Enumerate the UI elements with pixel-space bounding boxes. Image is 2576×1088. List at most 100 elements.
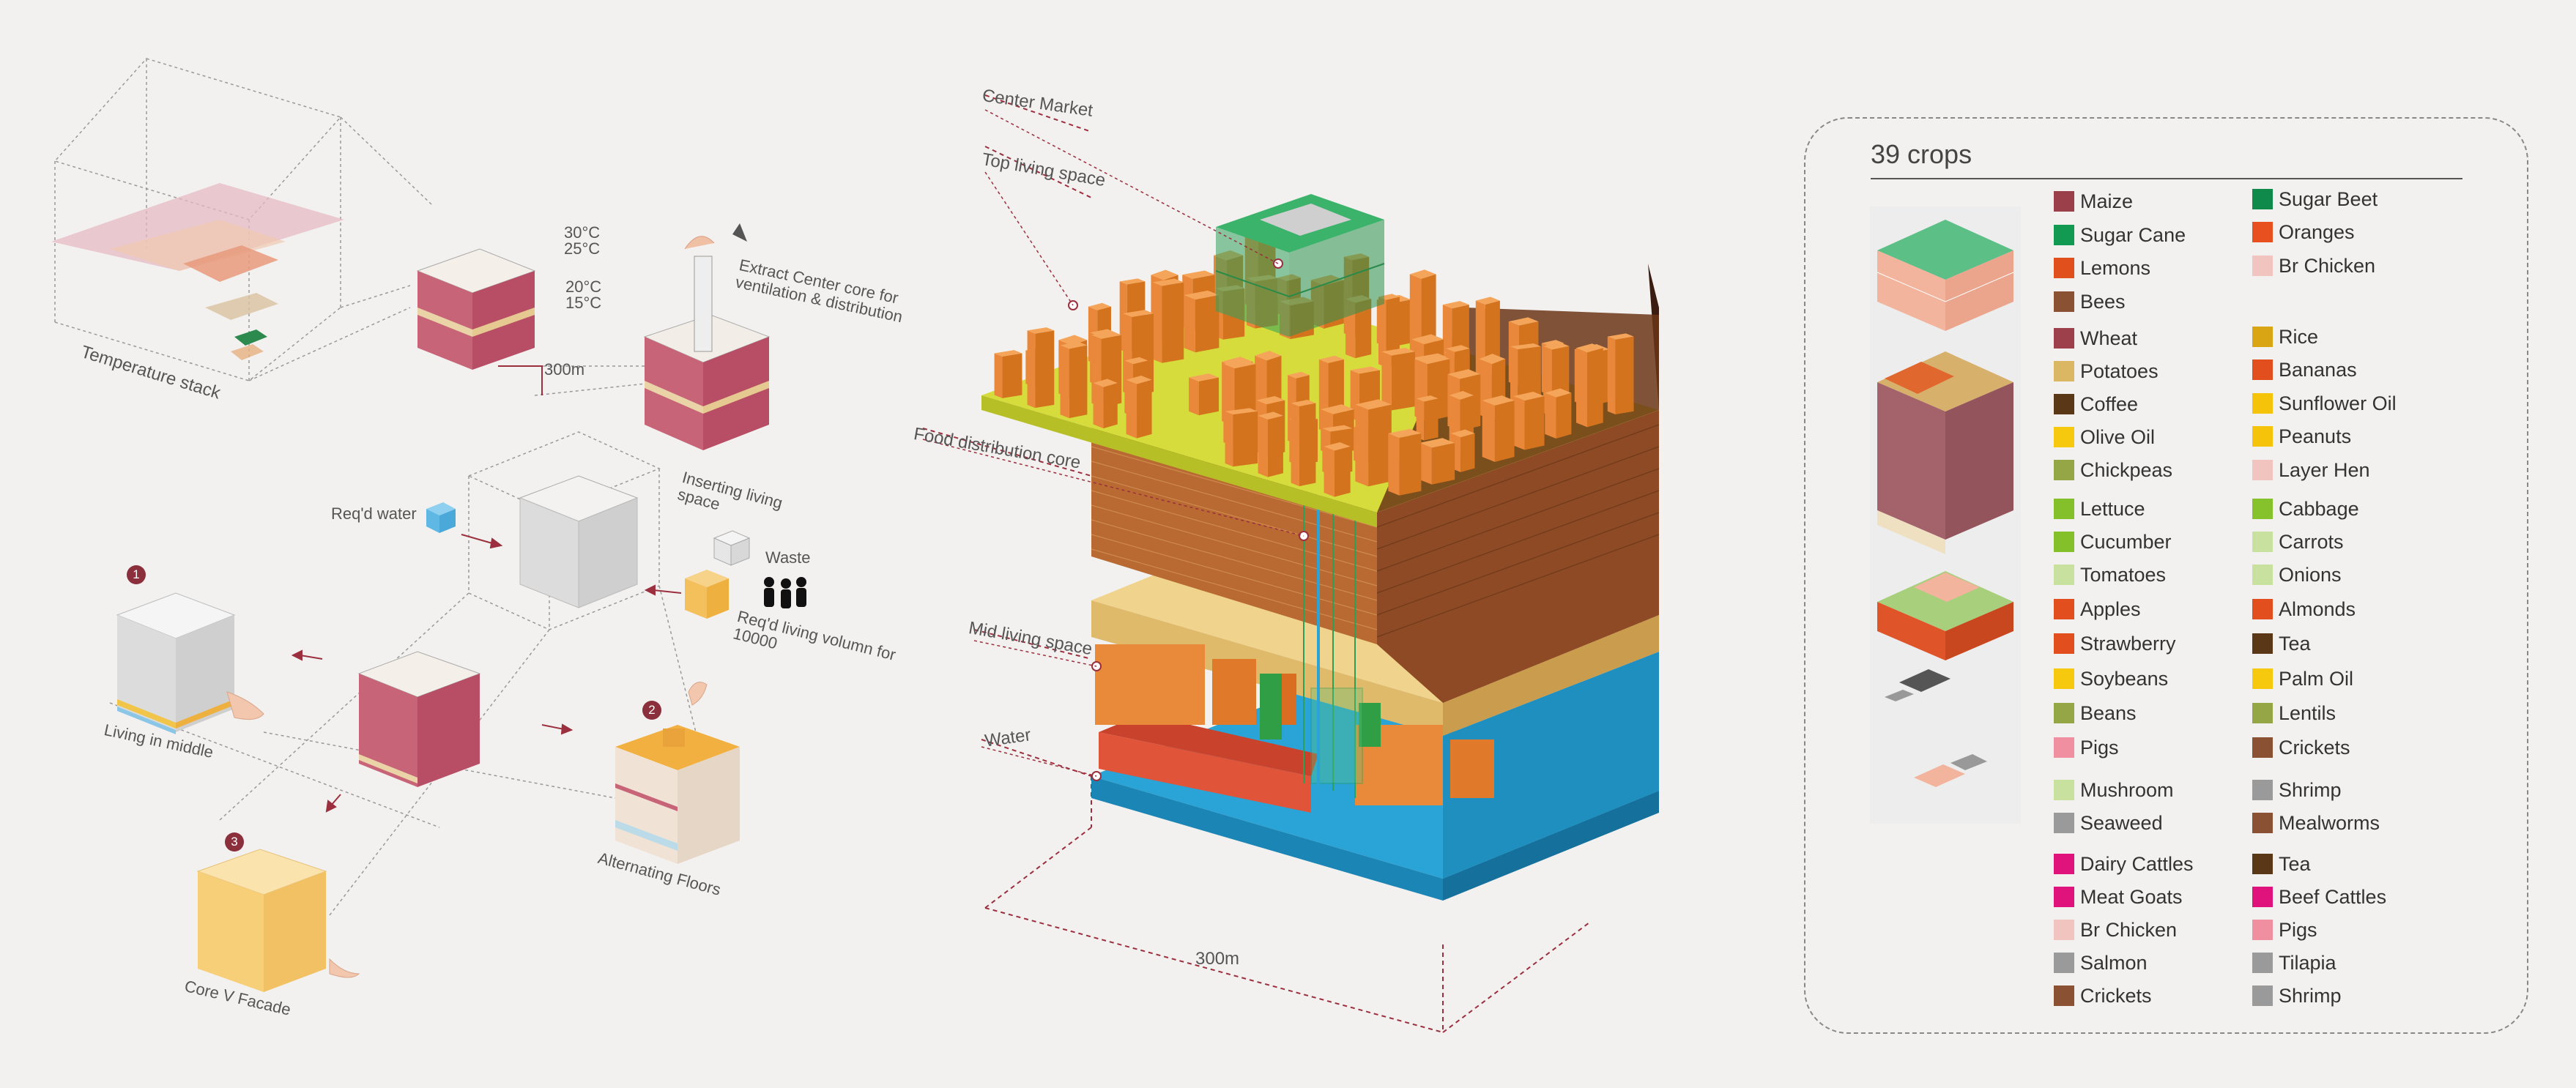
- legend-swatch: [2252, 779, 2273, 800]
- input-arrows: [461, 534, 682, 596]
- top-slab-front: [981, 395, 1377, 527]
- center-market: [1215, 194, 1385, 337]
- insert-living-cube: [467, 431, 661, 630]
- badge-option-3: 3: [225, 832, 244, 852]
- legend-label: Lentils: [2279, 701, 2336, 724]
- legend-label: Rice: [2279, 325, 2319, 348]
- legend-swatch: [2054, 498, 2074, 519]
- legend-swatch: [2252, 459, 2273, 480]
- legend-label: Shrimp: [2279, 778, 2342, 801]
- legend-item: Almonds: [2252, 597, 2356, 620]
- legend-item: Tilapia: [2252, 950, 2336, 974]
- legend-label: Bananas: [2279, 358, 2357, 381]
- legend-swatch: [2054, 393, 2074, 414]
- legend-item: Potatoes: [2054, 359, 2159, 382]
- legend-label: Pigs: [2080, 736, 2119, 759]
- water-base-front: [1091, 776, 1443, 901]
- legend-swatch: [2054, 919, 2074, 940]
- legend-swatch: [2054, 291, 2074, 312]
- legend-label: Tilapia: [2279, 951, 2336, 974]
- legend-item: Onions: [2252, 562, 2342, 586]
- legend-swatch: [2054, 257, 2074, 278]
- legend-item: Cabbage: [2252, 496, 2359, 520]
- legend-label: Crickets: [2279, 736, 2350, 759]
- legend-label: Beans: [2080, 701, 2137, 724]
- legend-item: Oranges: [2252, 220, 2355, 243]
- legend-swatch: [2054, 598, 2074, 619]
- label-reqd-water: Req'd water: [331, 504, 417, 523]
- people-icon: [764, 577, 806, 608]
- legend-swatch: [2252, 952, 2273, 973]
- legend-label: Almonds: [2279, 597, 2356, 620]
- legend-swatch: [2252, 498, 2273, 519]
- dimension-lines: [922, 94, 1590, 1033]
- legend-label: Maize: [2080, 190, 2134, 212]
- legend-item: Tomatoes: [2054, 562, 2167, 586]
- legend-label: Mushroom: [2080, 778, 2174, 801]
- legend-item: Br Chicken: [2054, 917, 2178, 941]
- temp-hot-core: [183, 245, 278, 282]
- legend-item: Tea: [2252, 852, 2311, 875]
- fish-pool: [1099, 732, 1311, 813]
- legend-label: Tomatoes: [2080, 563, 2167, 586]
- legend-item: Olive Oil: [2054, 425, 2156, 448]
- process-diagram: [51, 58, 806, 992]
- legend-label: Pigs: [2279, 918, 2317, 941]
- legend-swatch: [2252, 255, 2273, 276]
- legend-item: Rice: [2252, 324, 2319, 348]
- water-tank-side: [1443, 652, 1659, 879]
- mid-living-side: [1443, 615, 1659, 736]
- legend-label: Salmon: [2080, 951, 2148, 974]
- legend-item: Tea: [2252, 631, 2311, 655]
- legend-swatch: [2054, 190, 2074, 212]
- legend-item: Lemons: [2054, 256, 2150, 279]
- legend-item: Soybeans: [2054, 666, 2169, 690]
- legend-swatch: [2252, 359, 2273, 380]
- legend-label: Palm Oil: [2279, 667, 2354, 690]
- legend-label: Tea: [2279, 852, 2311, 875]
- legend-item: Palm Oil: [2252, 666, 2354, 690]
- legend-swatch: [2054, 952, 2074, 973]
- building-axonometric: [922, 94, 1660, 1033]
- legend-item: Pigs: [2252, 917, 2317, 941]
- legend-item: Lettuce: [2054, 496, 2145, 520]
- legend-swatch: [2252, 564, 2273, 585]
- legend-item: Mealworms: [2252, 811, 2380, 834]
- legend-swatch: [2252, 853, 2273, 874]
- legend-item: Seaweed: [2054, 811, 2163, 834]
- badge-option-2: 2: [642, 701, 661, 720]
- legend-item: Shrimp: [2252, 983, 2342, 1007]
- legend-label: Layer Hen: [2279, 458, 2370, 481]
- fish-pool-rim: [1099, 714, 1318, 776]
- legend-item: Salmon: [2054, 950, 2148, 974]
- legend-swatch: [2252, 668, 2273, 689]
- temp-layer-15c: [234, 329, 267, 346]
- option-core-facade-cube: [196, 849, 327, 992]
- legend-item: Mushroom: [2054, 778, 2174, 801]
- legend-item: Wheat: [2054, 326, 2137, 349]
- legend-label: Dairy Cattles: [2080, 852, 2194, 875]
- legend-label: Onions: [2279, 563, 2342, 586]
- legend-label: Soybeans: [2080, 667, 2169, 690]
- legend-label: Tea: [2279, 632, 2311, 655]
- legend-label: Mealworms: [2279, 811, 2380, 834]
- legend-label: Br Chicken: [2080, 918, 2178, 941]
- legend-swatch: [2252, 812, 2273, 833]
- legend-item: Dairy Cattles: [2054, 852, 2194, 875]
- legend-label: Br Chicken: [2279, 254, 2376, 277]
- legend-layer-icons: [1870, 206, 2021, 824]
- legend-label: Meat Goats: [2080, 885, 2183, 908]
- temp-layer-base: [231, 344, 264, 360]
- legend-item: Sugar Beet: [2252, 187, 2378, 210]
- option-center-cube: [357, 651, 481, 787]
- legend-item: Maize: [2054, 189, 2134, 212]
- legend-swatch: [2054, 985, 2074, 1006]
- legend-swatch: [2054, 702, 2074, 723]
- option-alternating-cube: [615, 725, 740, 864]
- farm-floor-lines: [1091, 446, 1378, 630]
- legend-item: Strawberry: [2054, 631, 2176, 655]
- legend-swatch: [2054, 737, 2074, 758]
- legend-label: Potatoes: [2080, 359, 2159, 382]
- legend-label: Crickets: [2080, 984, 2152, 1007]
- legend-label: Olive Oil: [2080, 425, 2156, 448]
